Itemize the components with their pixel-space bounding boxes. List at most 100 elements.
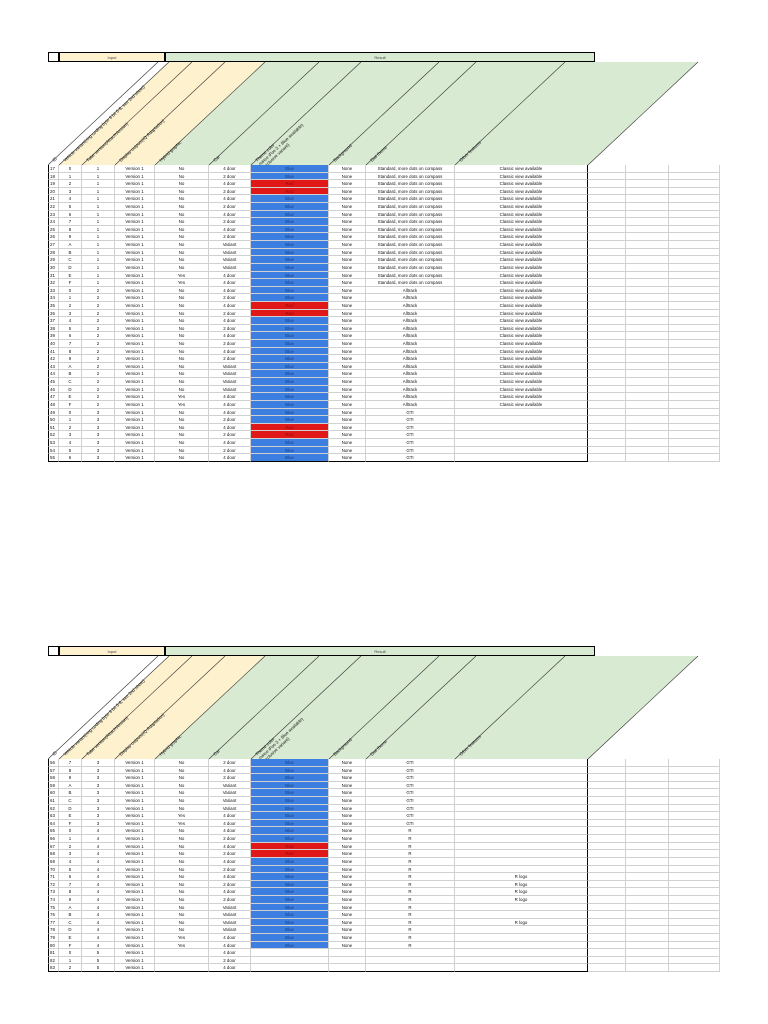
cell-col-1: E [59, 934, 82, 942]
empty-cell [588, 956, 626, 965]
cell-col-9: Classic view available [455, 370, 588, 379]
cell-col-8: Alltrack [366, 362, 455, 371]
cell-col-8: R [366, 888, 455, 896]
cell-col-9 [455, 797, 588, 805]
empty-cell [626, 454, 669, 462]
cell-col-0: 30 [48, 263, 59, 272]
cell-col-1: 1 [59, 835, 82, 843]
empty-cell [626, 347, 669, 356]
empty-cell [669, 172, 720, 181]
cell-col-6: Blue [251, 873, 329, 881]
cell-col-3: Version 1 [115, 393, 155, 401]
empty-cell [626, 880, 669, 889]
cell-col-0: 28 [48, 248, 59, 257]
cell-col-5: 2 door [209, 233, 251, 242]
cell-col-0: 55 [48, 454, 59, 462]
cell-col-8: GTI [366, 812, 455, 820]
cell-col-2: 1 [82, 271, 115, 280]
cell-col-6: Blue [251, 210, 329, 219]
cell-col-5: 4 door [209, 873, 251, 881]
cell-col-4: No [155, 340, 209, 348]
cell-col-6: Blue [251, 865, 329, 874]
cell-col-3: Version 1 [115, 842, 155, 851]
empty-cell [588, 781, 626, 790]
empty-cell [588, 301, 626, 310]
cell-col-9: Classic view available [455, 400, 588, 409]
empty-cell [626, 934, 669, 942]
cell-col-8: GTI [366, 454, 455, 462]
empty-cell [669, 842, 720, 851]
empty-cell [588, 857, 626, 866]
empty-cell [626, 210, 669, 219]
empty-cell [626, 218, 669, 226]
cell-col-5: 4 door [209, 180, 251, 188]
cell-col-5: 4 door [209, 423, 251, 432]
cell-col-3: Version 1 [115, 918, 155, 927]
cell-col-9: Classic view available [455, 210, 588, 219]
cell-col-2: 1 [82, 180, 115, 188]
cell-col-3: Version 1 [115, 857, 155, 866]
empty-cell [626, 370, 669, 379]
cell-col-6: Blue [251, 347, 329, 356]
cell-col-5: Variant [209, 903, 251, 912]
cell-col-0: 75 [48, 903, 59, 912]
cell-col-0: 65 [48, 827, 59, 836]
cell-col-3: Version 1 [115, 263, 155, 272]
cell-col-7: None [329, 233, 366, 242]
cell-col-7: None [329, 431, 366, 439]
cell-col-9 [455, 911, 588, 919]
cell-col-4: Yes [155, 934, 209, 942]
cell-col-2: 1 [82, 256, 115, 264]
cell-col-0: 71 [48, 873, 59, 881]
cell-col-0: 42 [48, 355, 59, 363]
cell-col-8: Alltrack [366, 294, 455, 302]
empty-cell [588, 759, 626, 767]
cell-col-1: 9 [59, 355, 82, 363]
cell-col-7: None [329, 827, 366, 836]
empty-cell [669, 256, 720, 264]
cell-col-4: No [155, 431, 209, 439]
result-band [155, 62, 698, 165]
cell-col-2: 2 [82, 385, 115, 394]
cell-col-9: Classic view available [455, 340, 588, 348]
cell-col-2: 2 [82, 340, 115, 348]
cell-col-5: 2 door [209, 850, 251, 858]
cell-col-9: Classic view available [455, 241, 588, 249]
cell-col-6: Red [251, 431, 329, 439]
cell-col-7: None [329, 918, 366, 927]
empty-cell [626, 301, 669, 310]
cell-col-2: 4 [82, 865, 115, 874]
cell-col-9: R logo [455, 880, 588, 889]
cell-col-0: 59 [48, 781, 59, 790]
empty-cell [669, 446, 720, 455]
cell-col-4: No [155, 797, 209, 805]
cell-col-9 [455, 759, 588, 767]
empty-cell [588, 774, 626, 782]
cell-col-6: Blue [251, 286, 329, 295]
cell-col-2: 1 [82, 241, 115, 249]
empty-cell [626, 393, 669, 401]
cell-col-2: 2 [82, 317, 115, 325]
cell-col-8: GTI [366, 438, 455, 447]
empty-cell [588, 880, 626, 889]
cell-col-5: Variant [209, 241, 251, 249]
cell-col-5: 4 door [209, 812, 251, 820]
cell-col-8: R [366, 941, 455, 950]
cell-col-9 [455, 766, 588, 775]
empty-cell [588, 263, 626, 272]
cell-col-4: No [155, 165, 209, 173]
empty-cell [669, 263, 720, 272]
cell-col-5: 4 door [209, 964, 251, 973]
cell-col-7: None [329, 873, 366, 881]
cell-col-1: 3 [59, 850, 82, 858]
header-divider [208, 655, 320, 760]
empty-cell [588, 225, 626, 234]
result-header: Result [165, 646, 595, 656]
cell-col-3: Version 1 [115, 218, 155, 226]
